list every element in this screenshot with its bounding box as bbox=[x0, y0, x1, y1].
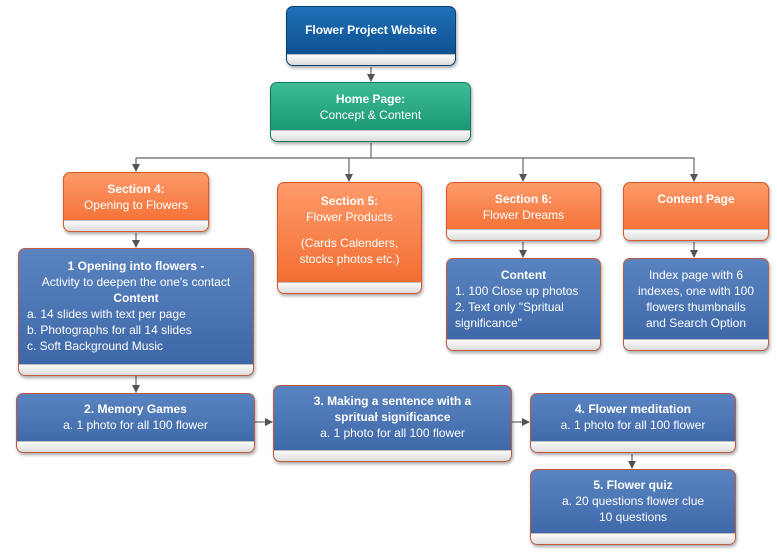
memory-games-title: 2. Memory Games bbox=[84, 402, 187, 416]
section6-title: Section 6: bbox=[494, 192, 553, 206]
index-page-line: flowers thumbnails bbox=[646, 300, 746, 314]
section6-content-node: Content 1. 100 Close up photos 2. Text o… bbox=[446, 258, 601, 351]
index-page-node: Index page with 6 indexes, one with 100 … bbox=[623, 258, 769, 351]
section4-subtitle: Opening to Flowers bbox=[83, 198, 189, 212]
home-page-subtitle: Concept & Content bbox=[319, 108, 422, 122]
section5-node: Section 5: Flower Products (Cards Calend… bbox=[277, 182, 422, 294]
section4-title: Section 4: bbox=[107, 182, 165, 196]
sentence-title-line2: sprituał significance bbox=[334, 410, 451, 424]
meditation-title: 4. Flower meditation bbox=[574, 402, 691, 416]
quiz-title: 5. Flower quiz bbox=[593, 478, 673, 492]
index-page-line: indexes, one with 100 bbox=[637, 284, 755, 298]
section5-subtitle: Flower Products bbox=[306, 210, 393, 224]
section6-subtitle: Flower Dreams bbox=[482, 208, 565, 222]
memory-games-node: 2. Memory Games a. 1 photo for all 100 f… bbox=[16, 393, 255, 453]
opening-title: 1 Opening into flowers - bbox=[67, 259, 205, 273]
sentence-desc: a. 1 photo for all 100 flower bbox=[320, 426, 465, 440]
index-page-line: Index page with 6 bbox=[648, 268, 744, 282]
section4-node: Section 4: Opening to Flowers bbox=[63, 172, 209, 232]
quiz-node: 5. Flower quiz a. 20 questions flower cl… bbox=[530, 469, 736, 545]
home-page-title: Home Page: bbox=[335, 92, 406, 106]
section5-title: Section 5: bbox=[320, 194, 379, 208]
index-page-line: and Search Option bbox=[645, 316, 747, 330]
opening-content-label: Content bbox=[113, 291, 159, 305]
quiz-desc-line1: a. 20 questions flower clue bbox=[561, 494, 705, 508]
section6-content-item: 1. 100 Close up photos bbox=[455, 284, 579, 298]
root-title: Flower Project Website bbox=[305, 23, 437, 37]
meditation-node: 4. Flower meditation a. 1 photo for all … bbox=[530, 393, 736, 453]
meditation-desc: a. 1 photo for all 100 flower bbox=[560, 418, 706, 432]
quiz-desc-line2: 10 questions bbox=[598, 510, 668, 524]
section6-content-item: 2. Text only "Spritual bbox=[455, 300, 564, 314]
section5-note-line1: (Cards Calenders, bbox=[300, 236, 399, 250]
opening-item: a. 14 slides with text per page bbox=[27, 307, 186, 321]
section6-content-title: Content bbox=[500, 268, 547, 282]
opening-desc: Activity to deepen the one's contact bbox=[41, 275, 231, 289]
section5-note-line2: stocks photos etc.) bbox=[299, 252, 400, 266]
content-page-title: Content Page bbox=[657, 192, 735, 206]
sentence-node: 3. Making a sentence with a sprituał sig… bbox=[273, 385, 512, 462]
section6-content-item: significance" bbox=[455, 316, 522, 330]
section6-node: Section 6: Flower Dreams bbox=[446, 182, 601, 241]
opening-item: c. Soft Background Music bbox=[27, 339, 164, 353]
content-page-node: Content Page bbox=[623, 182, 769, 241]
memory-games-desc: a. 1 photo for all 100 flower bbox=[63, 418, 208, 432]
opening-item: b. Photographs for all 14 slides bbox=[27, 323, 192, 337]
home-page-node: Home Page: Concept & Content bbox=[270, 82, 471, 142]
opening-node: 1 Opening into flowers - Activity to dee… bbox=[18, 248, 254, 376]
root-node: Flower Project Website bbox=[286, 6, 456, 66]
sentence-title-line1: 3. Making a sentence with a bbox=[313, 394, 472, 408]
